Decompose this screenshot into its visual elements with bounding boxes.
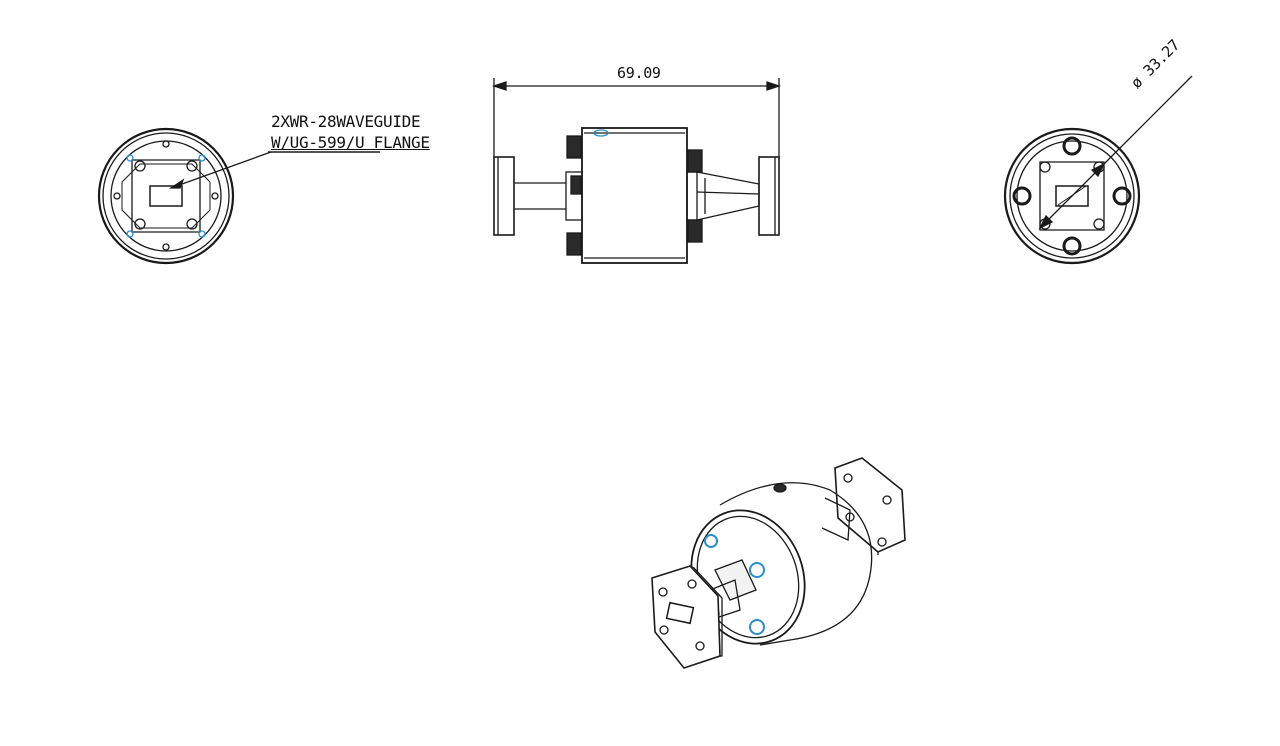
overall-length-dimension: 69.09 bbox=[617, 64, 661, 82]
left-end-view bbox=[97, 127, 235, 265]
right-end-view bbox=[1003, 75, 1193, 265]
annotation-leader bbox=[168, 151, 380, 189]
side-view bbox=[491, 78, 782, 264]
isometric-view bbox=[651, 457, 906, 669]
annotation-line-2: W/UG-599/U FLANGE bbox=[271, 133, 430, 152]
annotation-line-1: 2XWR-28WAVEGUIDE bbox=[271, 112, 421, 131]
